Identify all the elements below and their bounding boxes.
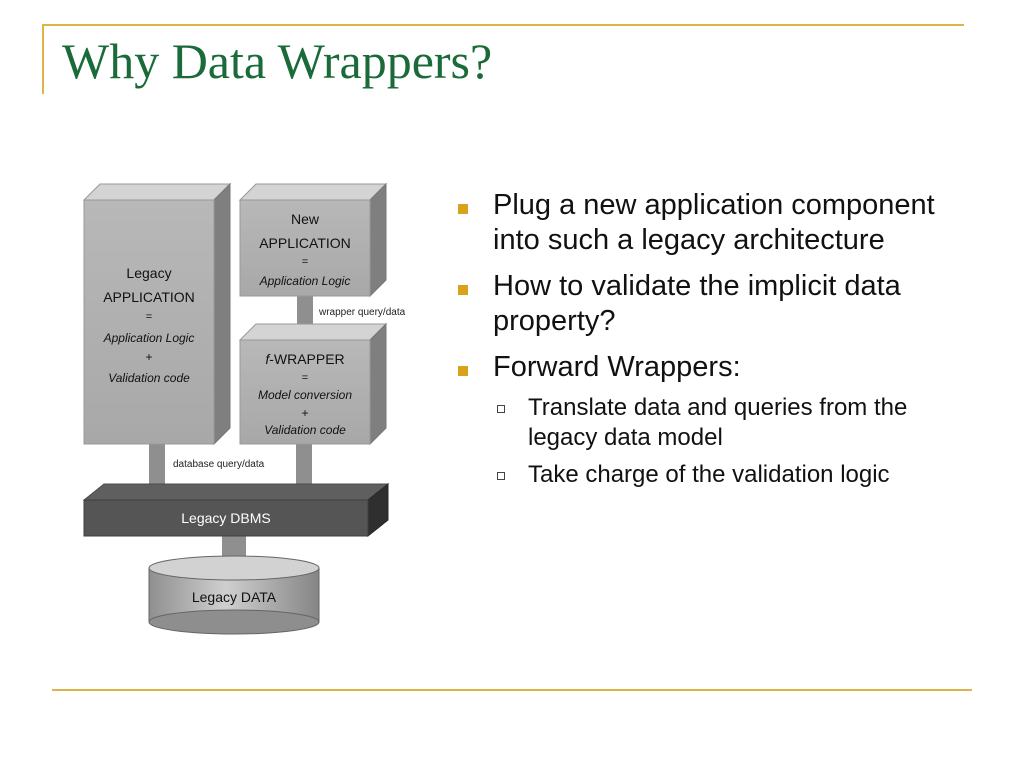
wrapper-line-3: Model conversion xyxy=(258,388,352,402)
legacy-data-label: Legacy DATA xyxy=(192,589,277,605)
left-border-line xyxy=(42,24,44,94)
sub-bullet-text-2: Take charge of the validation logic xyxy=(528,460,890,488)
legacy-app-line-6: Validation code xyxy=(108,371,190,385)
legacy-app-line-4: Application Logic xyxy=(103,331,195,345)
bullet-item-2: How to validate the implicit data proper… xyxy=(452,269,972,340)
wrapper-query-label: wrapper query/data xyxy=(318,307,406,318)
sub-bullet-square-icon xyxy=(497,404,505,413)
new-app-line-3: = xyxy=(302,256,308,268)
legacy-dbms-label: Legacy DBMS xyxy=(181,510,270,526)
legacy-app-line-1: Legacy xyxy=(126,265,171,281)
legacy-app-line-3: = xyxy=(146,311,152,323)
wrapper-box: f-WRAPPER = Model conversion + Validatio… xyxy=(238,322,388,446)
new-app-wrapper-connector xyxy=(297,294,313,330)
architecture-diagram: Legacy APPLICATION = Application Logic +… xyxy=(76,176,436,640)
sub-bullet-item-1: Translate data and queries from the lega… xyxy=(493,393,972,453)
bullet-item-3: Forward Wrappers: Translate data and que… xyxy=(452,350,972,490)
slide-title: Why Data Wrappers? xyxy=(62,33,493,89)
wrapper-line-1: f-WRAPPER xyxy=(265,351,344,367)
sub-bullet-text-1: Translate data and queries from the lega… xyxy=(528,393,908,451)
bullet-item-1: Plug a new application component into su… xyxy=(452,188,972,259)
wrapper-line-5: Validation code xyxy=(264,423,346,437)
new-app-line-1: New xyxy=(291,211,320,227)
database-query-label: database query/data xyxy=(173,459,265,470)
sub-bullet-item-2: Take charge of the validation logic xyxy=(493,460,972,490)
new-app-line-2: APPLICATION xyxy=(259,235,351,251)
top-border-line xyxy=(42,24,964,26)
wrapper-line-2: = xyxy=(302,372,308,384)
legacy-app-line-2: APPLICATION xyxy=(103,289,195,305)
sub-bullet-square-icon xyxy=(497,471,505,480)
wrapper-prefix: f xyxy=(265,351,271,367)
bullet-text-2: How to validate the implicit data proper… xyxy=(493,269,901,338)
new-application-box: New APPLICATION = Application Logic xyxy=(238,182,388,298)
bullet-square-icon xyxy=(458,204,468,214)
new-app-line-4: Application Logic xyxy=(259,274,351,288)
bottom-border-line xyxy=(52,689,972,691)
legacy-data-cylinder: Legacy DATA xyxy=(148,555,320,635)
legacy-application-box: Legacy APPLICATION = Application Logic +… xyxy=(82,182,232,446)
bullet-text-3: Forward Wrappers: xyxy=(493,350,741,383)
architecture-diagram-svg: Legacy APPLICATION = Application Logic +… xyxy=(82,182,406,635)
bullet-square-icon xyxy=(458,365,468,376)
bullet-text-1: Plug a new application component into su… xyxy=(493,189,935,257)
legacy-dbms-box: Legacy DBMS xyxy=(82,482,390,538)
wrapper-line-4: + xyxy=(301,406,308,420)
sub-bullet-list: Translate data and queries from the lega… xyxy=(493,393,972,490)
legacy-app-line-5: + xyxy=(145,350,152,364)
wrapper-title: -WRAPPER xyxy=(269,351,344,367)
bullet-list: Plug a new application component into su… xyxy=(452,188,972,500)
bullet-square-icon xyxy=(458,284,468,295)
